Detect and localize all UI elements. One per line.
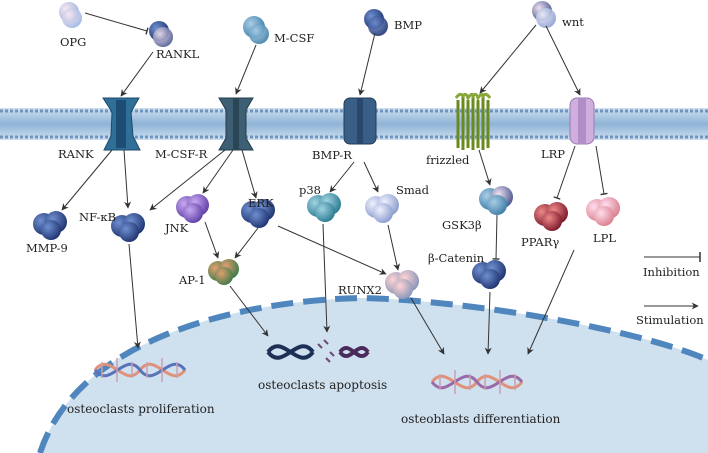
nucleus	[40, 298, 708, 453]
mmp9-molecule	[33, 211, 67, 240]
label-runx2: RUNX2	[338, 283, 382, 297]
bmp-molecule	[364, 9, 388, 36]
dna-helix-apoptosis	[266, 339, 370, 363]
label-erk: ERK	[248, 196, 274, 210]
label-opg: OPG	[60, 35, 86, 49]
label-rankl: RANKL	[156, 47, 200, 61]
legend: Inhibition Stimulation	[636, 252, 704, 327]
label-wnt: wnt	[562, 15, 584, 29]
label-bcatenin: β-Catenin	[428, 251, 485, 265]
inhibition-lines	[84, 12, 608, 260]
legend-inhibition-label: Inhibition	[643, 265, 700, 279]
label-pparg: PPARγ	[521, 235, 559, 249]
rankl-molecule	[149, 21, 173, 47]
dna-helix-proliferation	[93, 358, 187, 382]
label-lpl: LPL	[593, 231, 616, 245]
pparg-molecule	[534, 202, 568, 231]
label-osteoclasts-apoptosis: osteoclasts apoptosis	[258, 378, 387, 392]
gsk3b-molecule	[479, 186, 513, 215]
label-rank: RANK	[58, 147, 94, 161]
erk-molecule	[241, 199, 275, 228]
label-lrp: LRP	[541, 147, 565, 161]
label-mmp9: MMP-9	[26, 241, 68, 255]
runx2-molecule	[385, 270, 419, 299]
label-nfkb: NF-κB	[79, 210, 116, 224]
label-gsk3b: GSK3β	[442, 218, 482, 232]
label-frizzled: frizzled	[426, 153, 470, 167]
jnk-molecule	[176, 194, 209, 223]
mcsf-receptor	[218, 97, 254, 151]
ap1-molecule	[208, 259, 239, 285]
rank-receptor	[102, 97, 141, 151]
wnt-molecule	[532, 1, 556, 28]
label-bmp: BMP	[394, 18, 422, 32]
lpl-molecule	[586, 197, 620, 226]
label-mcsf: M-CSF	[274, 31, 314, 45]
p38-molecule	[307, 193, 341, 222]
label-p38: p38	[299, 183, 321, 197]
label-jnk: JNK	[164, 221, 189, 235]
lrp-receptor	[569, 97, 595, 145]
frizzled-receptor	[454, 92, 492, 150]
label-ap1: AP-1	[178, 273, 206, 287]
bmp-receptor	[343, 97, 377, 145]
label-osteoblasts-differentiation: osteoblasts differentiation	[401, 412, 561, 426]
stimulation-arrows	[61, 24, 581, 355]
label-bmpr: BMP-R	[312, 148, 352, 162]
dna-helix-differentiation	[430, 370, 524, 394]
label-smad: Smad	[396, 183, 430, 197]
label-osteoclasts-proliferation: osteoclasts proliferation	[67, 402, 215, 416]
legend-stimulation-label: Stimulation	[636, 313, 704, 327]
label-mcsfr: M-CSF-R	[155, 147, 208, 161]
opg-molecule	[59, 2, 82, 28]
nfkb-molecule	[111, 213, 145, 242]
mcsf-molecule	[243, 16, 269, 44]
smad-molecule	[365, 194, 399, 223]
bcatenin-molecule	[472, 260, 506, 289]
